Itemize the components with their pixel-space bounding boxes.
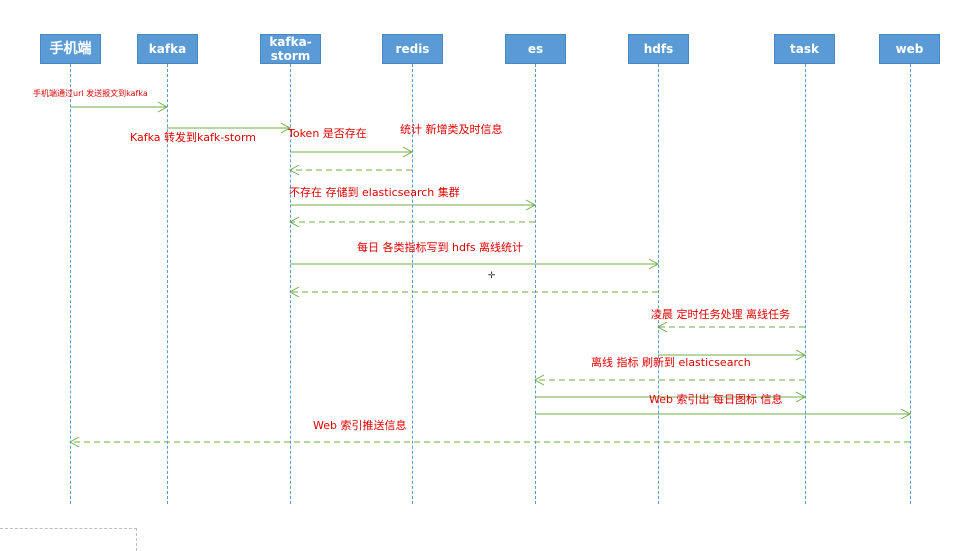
actor-web: web [879, 34, 940, 64]
crosshair-cursor-icon: ✛ [488, 267, 496, 281]
actor-mobile: 手机端 [40, 34, 101, 64]
lifeline-task [805, 64, 806, 504]
lifeline-kafka [167, 64, 168, 504]
message-label-4: 统计 新增类及时信息 [400, 123, 503, 136]
selection-box-outline [0, 528, 137, 551]
message-label-10: 离线 指标 刷新到 elasticsearch [591, 356, 751, 369]
message-label-3: Token 是否存在 [288, 127, 367, 140]
actor-redis: redis [382, 34, 443, 64]
actor-task: task [774, 34, 835, 64]
actor-es: es [505, 34, 566, 64]
message-label-9: 凌晨 定时任务处理 离线任务 [651, 308, 790, 321]
lifeline-es [535, 64, 536, 504]
message-label-2: Kafka 转发到kafk-storm [130, 131, 256, 144]
actor-kafka: kafka [137, 34, 198, 64]
lifeline-web [910, 64, 911, 504]
message-label-1: 手机端通过url 发送报文到kafka [33, 89, 148, 98]
message-label-14: Web 索引推送信息 [313, 419, 407, 432]
lifeline-mobile [70, 64, 71, 504]
actor-kafka-storm: kafka- storm [260, 34, 321, 64]
lifeline-kafka-storm [290, 64, 291, 504]
lifeline-redis [412, 64, 413, 504]
lifeline-hdfs [658, 64, 659, 504]
message-label-5: 不存在 存储到 elasticsearch 集群 [289, 186, 460, 199]
message-label-12: Web 索引出 每日图标 信息 [649, 393, 783, 406]
actor-hdfs: hdfs [628, 34, 689, 64]
message-label-7: 每日 各类指标写到 hdfs 离线统计 [357, 241, 524, 254]
